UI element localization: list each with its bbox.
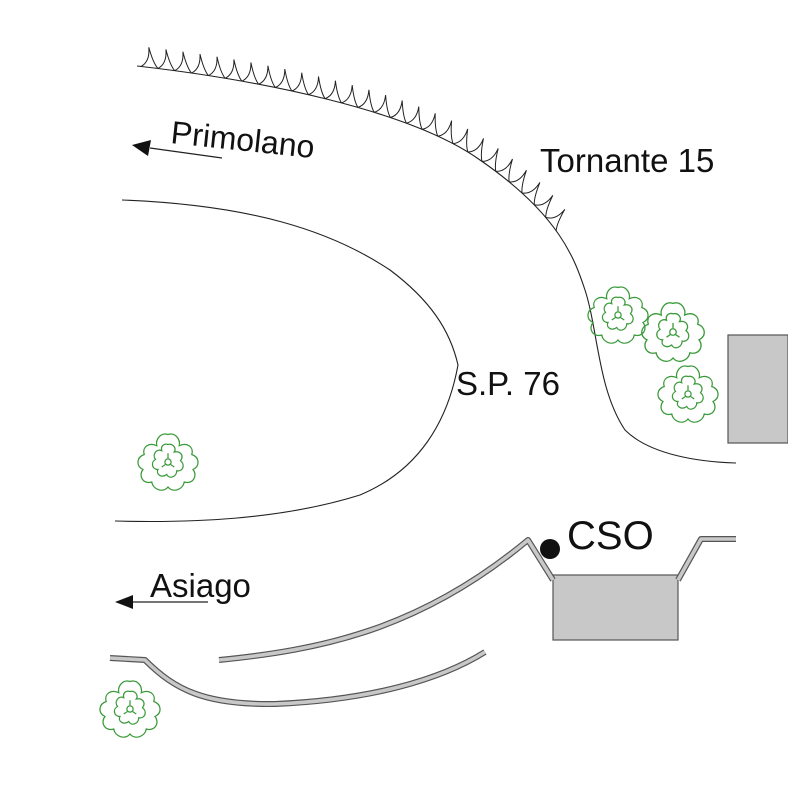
hatch-tooth <box>495 158 513 182</box>
tree-canopy-icon <box>587 286 649 344</box>
filled-circle-icon <box>540 539 560 559</box>
arrow-left-icon <box>115 595 208 609</box>
tree-canopy-icon <box>99 680 161 738</box>
channel-wall-lower <box>109 649 487 708</box>
sp76-road-loop <box>114 199 459 523</box>
hatch-tooth <box>308 76 326 99</box>
primolano-label: Primolano <box>169 114 316 165</box>
channel-wall-right <box>675 536 736 582</box>
hatch-tooth <box>140 47 159 69</box>
tree-canopy-icon <box>137 433 199 491</box>
hatch-tooth <box>406 106 423 130</box>
tornante-label: Tornante 15 <box>540 142 714 179</box>
tree-canopy-icon <box>657 365 719 423</box>
hatch-tooth <box>521 182 541 205</box>
hatch-tooth <box>390 100 407 124</box>
hatch-tooth <box>191 53 209 76</box>
cso-label: CSO <box>567 514 654 558</box>
building-block <box>727 334 788 444</box>
hatch-tooth <box>453 128 469 153</box>
asiago-label: Asiago <box>150 567 251 604</box>
hatch-tooth <box>341 85 359 108</box>
cso-basin <box>552 574 679 641</box>
hatch-tooth <box>357 89 375 113</box>
hatch-tooth <box>157 49 176 72</box>
hatch-tooth <box>241 62 260 85</box>
hatch-tooth <box>291 72 309 95</box>
hatch-tooth <box>324 80 342 104</box>
hatch-tooth <box>545 209 566 231</box>
escarpment-hatching <box>140 47 566 231</box>
hatch-tooth <box>509 170 527 194</box>
hatch-tooth <box>224 59 243 82</box>
channel-wall-upper <box>218 537 556 663</box>
hatch-tooth <box>437 120 454 144</box>
arrow-left-icon <box>132 140 223 159</box>
upper-road-edge <box>136 65 737 464</box>
hatch-tooth <box>481 148 499 172</box>
hatch-tooth <box>422 113 439 137</box>
sp76-label: S.P. 76 <box>456 365 560 402</box>
hatch-tooth <box>534 195 554 218</box>
hatch-tooth <box>174 51 192 74</box>
hatch-tooth <box>374 94 391 118</box>
hatch-tooth <box>275 69 293 92</box>
hatch-tooth <box>208 56 226 79</box>
tree-canopy-icon <box>641 302 705 362</box>
hatch-tooth <box>467 138 484 162</box>
hatch-tooth <box>258 65 276 88</box>
